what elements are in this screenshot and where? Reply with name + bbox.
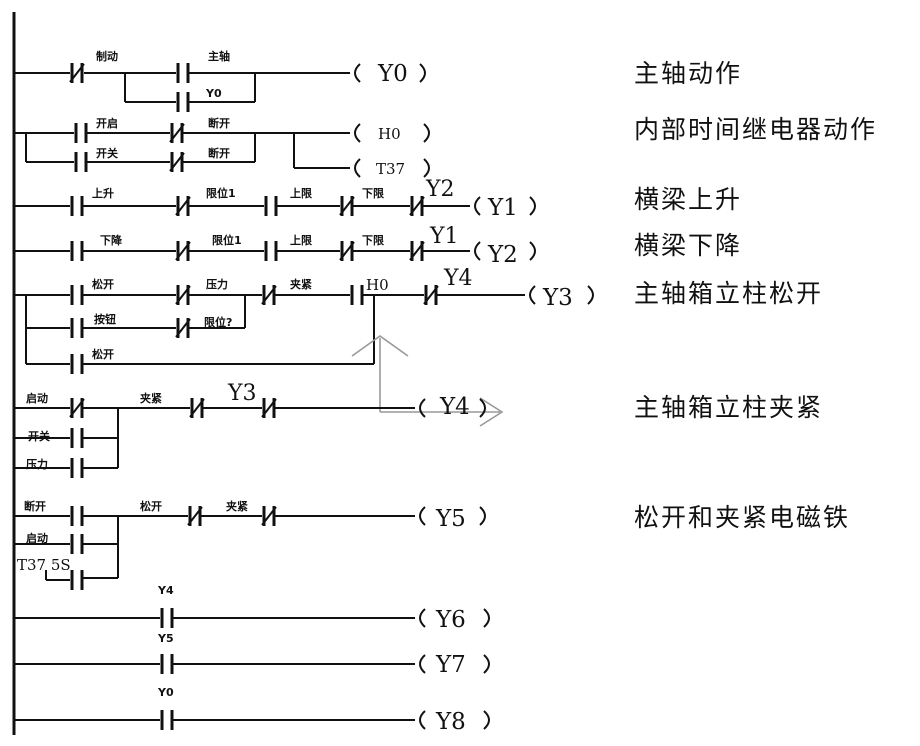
coil-label: Y6 — [435, 607, 466, 633]
contact-label: H0 — [366, 276, 389, 294]
note-beam-up: 横梁上升 — [634, 185, 742, 214]
annotations: 主轴动作 内部时间继电器动作 横梁上升 横梁下降 主轴箱立柱松开 主轴箱立柱夹紧… — [634, 59, 877, 532]
note-column-release: 主轴箱立柱松开 — [634, 279, 823, 308]
axis-arrows — [351, 335, 504, 427]
contact-tag: Y3 — [227, 381, 257, 406]
rung-y8: Y0 Y8 — [14, 686, 490, 735]
rung-y4: 启动 夹紧 Y3 Y4 开关 压力 — [14, 381, 486, 478]
contact-label: 断开 — [208, 146, 230, 160]
contact-label: 限位1 — [206, 186, 236, 200]
contact-label: 上限 — [290, 233, 312, 247]
coil-label: Y1 — [487, 195, 518, 221]
note-electromagnet: 松开和夹紧电磁铁 — [634, 503, 850, 532]
contact-label: 限位? — [204, 315, 232, 329]
contact-tag: Y2 — [425, 177, 455, 202]
note-beam-down: 横梁下降 — [634, 231, 742, 260]
contact-label: 下降 — [100, 233, 123, 247]
rung-y2: 下降 限位1 上限 下限 Y1 Y2 — [14, 224, 536, 268]
contact-label: 按钮 — [94, 312, 116, 326]
contact-label: 下限 — [362, 233, 384, 247]
coil-label: Y4 — [439, 394, 470, 420]
rung-y5: 断开 松开 夹紧 Y5 启动 T37 5S — [14, 499, 486, 590]
contact-label: 断开 — [24, 499, 46, 513]
note-spindle-action: 主轴动作 — [634, 59, 742, 88]
contact-label: 开启 — [96, 116, 118, 130]
contact-label: 夹紧 — [140, 391, 162, 405]
contact-label: 上限 — [290, 186, 312, 200]
contact-label: 启动 — [26, 531, 48, 545]
contact-label: 压力 — [26, 457, 48, 471]
rung-y7: Y5 Y7 — [14, 632, 490, 678]
contact-label: 断开 — [208, 116, 230, 130]
coil-label: Y7 — [435, 652, 466, 678]
contact-tag: Y1 — [429, 224, 459, 249]
contact-label: Y5 — [157, 632, 174, 645]
contact-label: 松开 — [92, 277, 114, 291]
contact-label: 松开 — [140, 499, 162, 513]
coil-label: T37 — [376, 160, 405, 178]
note-timer-relay: 内部时间继电器动作 — [634, 115, 877, 144]
coil-label: Y5 — [435, 506, 466, 532]
contact-label: 开关 — [96, 146, 118, 160]
contact-label: Y4 — [157, 584, 174, 597]
coil-label: Y3 — [542, 285, 573, 311]
rung-y3: 松开 压力 夹紧 H0 Y4 Y3 按钮 限位? 松 — [14, 266, 594, 374]
rung-h0: 开启 断开 开关 断开 H0 T37 — [14, 116, 430, 178]
coil-label: Y2 — [487, 242, 518, 268]
contact-label: Y0 — [205, 87, 222, 100]
rung-y1: 上升 限位1 上限 下限 Y2 Y1 — [14, 177, 536, 221]
contact-label: T37 5S — [17, 556, 71, 574]
contact-label: 开关 — [28, 429, 50, 443]
contact-label: 制动 — [96, 49, 118, 63]
contact-label: 限位1 — [212, 233, 242, 247]
coil-label: H0 — [378, 125, 401, 143]
contact-label: 松开 — [92, 347, 114, 361]
contact-tag: Y4 — [443, 266, 473, 291]
coil-label: Y8 — [435, 709, 466, 735]
contact-label: Y0 — [157, 686, 174, 699]
contact-label: 压力 — [206, 277, 228, 291]
coil-label: Y0 — [377, 61, 408, 87]
contact-label: 启动 — [26, 391, 48, 405]
contact-label: 夹紧 — [290, 277, 312, 291]
contact-label: 上升 — [92, 186, 114, 200]
rung-y0: 制动 主轴 Y0 Y0 — [14, 49, 426, 112]
note-column-clamp: 主轴箱立柱夹紧 — [634, 393, 823, 422]
contact-label: 夹紧 — [226, 499, 248, 513]
contact-label: 主轴 — [208, 49, 230, 63]
rung-y6: Y4 Y6 — [14, 584, 490, 633]
contact-label: 下限 — [362, 186, 384, 200]
